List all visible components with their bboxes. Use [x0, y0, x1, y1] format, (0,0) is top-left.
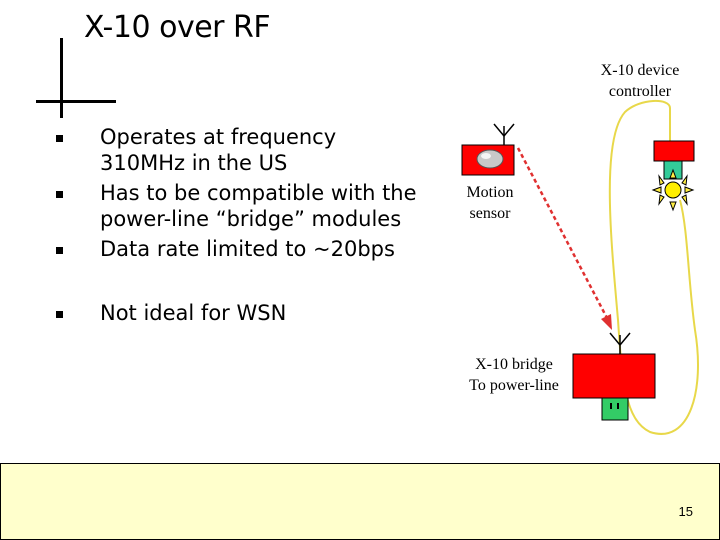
bridge-plug	[601, 397, 629, 421]
motion-sensor	[461, 123, 515, 176]
bullet-text: Has to be compatible with the	[100, 181, 417, 205]
page-number: 15	[678, 504, 693, 519]
sensor-body	[461, 144, 515, 176]
bridge-plug-prong	[617, 403, 619, 409]
slide-footer: 15	[0, 463, 720, 540]
bridge-plug-prong	[610, 403, 612, 409]
bullet-item: Operates at frequency 310MHz in the US	[55, 124, 445, 176]
bullet-text: Not ideal for WSN	[100, 301, 287, 325]
bullet-marker	[56, 191, 63, 198]
controller-body	[653, 140, 695, 162]
controller-label: X-10 device controller	[600, 62, 680, 100]
bullet-marker	[56, 247, 63, 254]
rf-link-arrowhead	[601, 314, 612, 330]
rf-link	[516, 147, 612, 330]
lamp-bulb-icon	[664, 181, 682, 199]
sensor-antenna-right	[503, 123, 515, 137]
motion-sensor-label: Motion sensor	[466, 184, 514, 222]
bridge-label: X-10 bridge To power-line	[469, 356, 559, 394]
bullet-text: Data rate limited to ~20bps	[100, 237, 395, 261]
power-cord	[608, 100, 699, 435]
bridge-body	[572, 353, 656, 399]
device-controller	[651, 140, 695, 212]
title-accent-horizontal-line	[36, 100, 116, 103]
slide-title: X-10 over RF	[84, 10, 271, 45]
lamp-rays-icon	[651, 168, 695, 212]
bullet-text: 310MHz in the US	[100, 151, 288, 175]
sensor-lens	[476, 149, 504, 169]
rf-link-dashed-line	[516, 147, 609, 319]
controller-plug	[663, 160, 683, 180]
sensor-antenna-left	[493, 123, 505, 137]
bullet-marker	[56, 135, 63, 142]
bridge-antenna-left	[609, 332, 621, 346]
x10-bridge	[572, 332, 656, 421]
title-accent-vertical-line	[60, 38, 63, 118]
bullet-item: Not ideal for WSN	[55, 300, 445, 326]
bullet-text: power-line “bridge” modules	[100, 207, 402, 231]
bullet-item: Has to be compatible with the power-line…	[55, 180, 445, 232]
bullet-text: Operates at frequency	[100, 125, 337, 149]
bullet-marker	[56, 311, 63, 318]
bullet-list: Operates at frequency 310MHz in the US H…	[55, 124, 445, 326]
bridge-antenna-right	[619, 332, 631, 346]
bullet-item: Data rate limited to ~20bps	[55, 236, 445, 262]
sensor-lens-highlight	[481, 153, 491, 159]
